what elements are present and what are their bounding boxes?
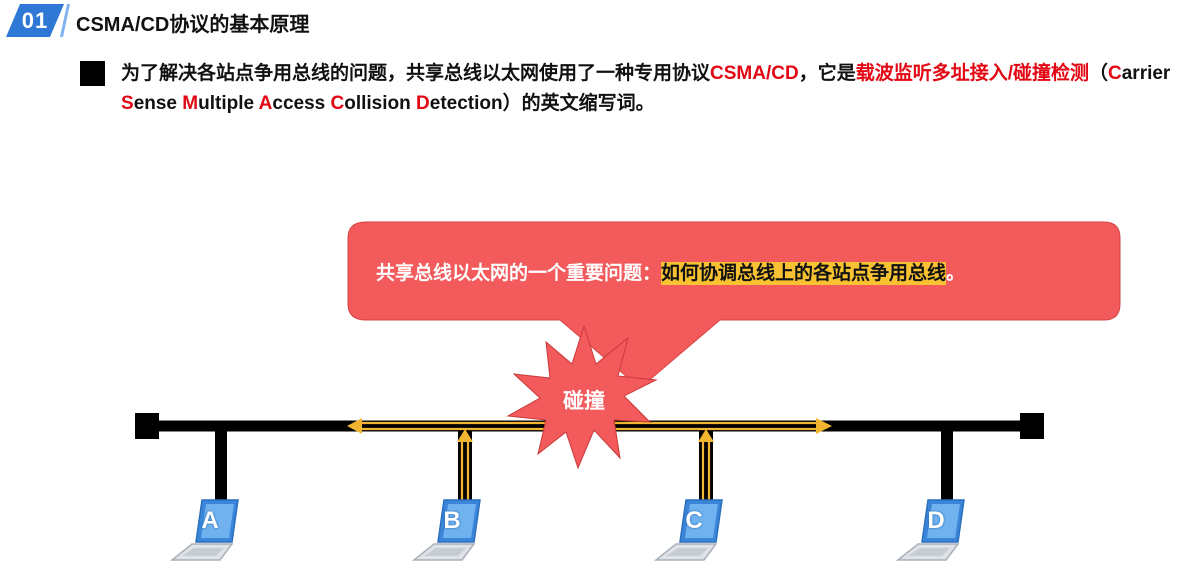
collision-burst-icon bbox=[506, 324, 658, 470]
station-letter: B bbox=[443, 507, 461, 534]
collision-label: 碰撞 bbox=[563, 390, 605, 413]
callout-prefix: 共享总线以太网的一个重要问题： bbox=[376, 263, 662, 284]
callout-text: 共享总线以太网的一个重要问题：如何协调总线上的各站点争用总线。 bbox=[376, 258, 965, 285]
signal-b-up-arrowhead bbox=[457, 429, 473, 442]
signal-c-up-arrowhead bbox=[698, 429, 714, 442]
station-b: B bbox=[410, 498, 484, 564]
term-initial: D bbox=[416, 93, 430, 114]
signal-from-b bbox=[360, 421, 600, 505]
laptop-d-icon bbox=[895, 499, 965, 561]
term-rest: etection bbox=[429, 93, 503, 114]
badge-stripe bbox=[60, 4, 70, 37]
bullet-square-icon bbox=[80, 61, 105, 86]
term-word-sense: Sense bbox=[121, 93, 182, 114]
signal-b-left-arrowhead bbox=[347, 418, 362, 434]
signal-c-right-arrowhead bbox=[816, 418, 832, 434]
station-a: A bbox=[168, 498, 242, 564]
bus-terminator-left bbox=[135, 413, 159, 439]
term-word-collision: Collision bbox=[331, 93, 417, 114]
signal-from-c bbox=[600, 421, 818, 505]
term-rest: ultiple bbox=[198, 93, 259, 114]
callout-suffix: 。 bbox=[946, 263, 966, 284]
station-letter: D bbox=[927, 507, 945, 534]
laptop-c-icon bbox=[653, 499, 723, 561]
intro-part2: ，它是 bbox=[798, 63, 856, 84]
term-rest: ccess bbox=[272, 93, 331, 114]
term-rest: ollision bbox=[344, 93, 417, 114]
intro-part3: 的英文缩写词。 bbox=[521, 93, 655, 114]
term-word-multiple: Multiple bbox=[182, 93, 258, 114]
term-word-carrier: Carrier bbox=[1108, 63, 1170, 84]
callout-highlight: 如何协调总线上的各站点争用总线 bbox=[661, 262, 947, 285]
section-number-badge: 01 bbox=[6, 4, 64, 37]
intro-protocol: CSMA/CD bbox=[710, 63, 799, 84]
intro-paren-close: ） bbox=[502, 93, 522, 114]
station-letter: A bbox=[201, 507, 219, 534]
intro-part1: 为了解决各站点争用总线的问题，共享总线以太网使用了一种专用协议 bbox=[121, 63, 711, 84]
callout-bubble bbox=[347, 221, 1121, 389]
term-initial: M bbox=[182, 93, 199, 114]
section-number: 01 bbox=[21, 7, 49, 33]
station-d-cable bbox=[941, 426, 953, 510]
term-initial: A bbox=[258, 93, 273, 114]
bus-terminator-right bbox=[1020, 413, 1044, 439]
term-initial: C bbox=[1108, 63, 1122, 84]
intro-paren-open: （ bbox=[1088, 63, 1108, 84]
station-c: C bbox=[652, 498, 726, 564]
term-word-access: Access bbox=[259, 93, 331, 114]
term-rest: ense bbox=[133, 93, 183, 114]
term-initial: C bbox=[330, 93, 345, 114]
term-word-detection: Detection bbox=[416, 93, 503, 114]
laptop-a-icon bbox=[169, 499, 239, 561]
intro-full-name: 载波监听多址接入/碰撞检测 bbox=[855, 63, 1089, 84]
laptop-b-icon bbox=[411, 499, 481, 561]
term-rest: arrier bbox=[1121, 63, 1171, 84]
intro-paragraph: 为了解决各站点争用总线的问题，共享总线以太网使用了一种专用协议CSMA/CD，它… bbox=[121, 59, 1171, 119]
station-d: D bbox=[894, 498, 968, 564]
page-title: CSMA/CD协议的基本原理 bbox=[76, 14, 310, 36]
station-letter: C bbox=[685, 507, 703, 534]
term-initial: S bbox=[121, 93, 134, 114]
station-a-cable bbox=[215, 426, 227, 510]
